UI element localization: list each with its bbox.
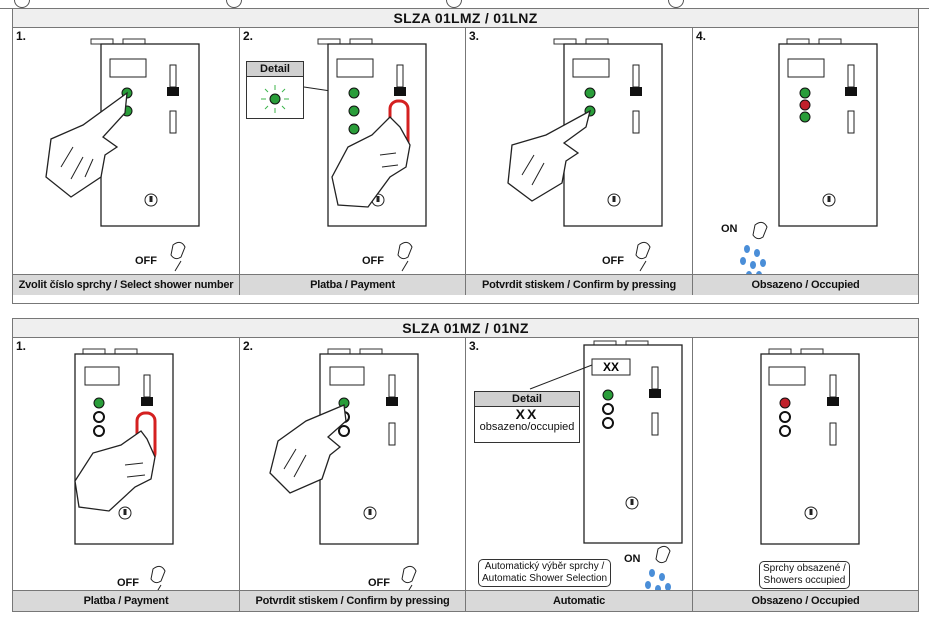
section-01mz: SLZA 01MZ / 01NZ 1. OFF Platba / Payment… [12, 318, 919, 612]
state-label: OFF [362, 255, 384, 267]
step-number: 2. [243, 29, 254, 43]
detail-box: Detail XX obsazeno/occupied [474, 391, 580, 443]
display-xx-icon: XX [515, 406, 539, 422]
detail-text: obsazeno/occupied [479, 421, 575, 433]
note-line: Automatický výběr sprchy / [484, 561, 605, 572]
step-number: 4. [696, 29, 707, 43]
step-number: 3. [469, 339, 480, 353]
circle-icon [226, 0, 242, 8]
note-line: Automatic Shower Selection [482, 573, 608, 584]
note-box: Sprchy obsazené / Showers occupied [759, 561, 850, 589]
state-label: OFF [117, 577, 139, 589]
step-number: 1. [16, 339, 27, 353]
state-label: OFF [602, 255, 624, 267]
detail-title: Detail [247, 62, 303, 77]
step-caption: Platba / Payment [240, 274, 465, 295]
led-glow-icon [261, 85, 289, 113]
step-caption: Potvrdit stiskem / Confirm by pressing [466, 274, 692, 295]
svg-text:XX: XX [603, 360, 619, 374]
step-caption: Automatic [466, 590, 692, 611]
step-panel: 3. XX Detail XX obsazeno/occupied Automa… [466, 337, 693, 611]
detail-box: Detail [246, 61, 304, 119]
step-panel: 2. OFF Potvrdit stiskem / Confirm by pre… [240, 337, 466, 611]
device-illustration [760, 348, 860, 545]
step-panel: 2. Detail OFF Platba / Payment [240, 27, 466, 295]
state-label: ON [721, 223, 738, 235]
device-illustration [778, 38, 878, 227]
note-line: Sprchy obsazené / [763, 563, 846, 574]
section-title: SLZA 01LMZ / 01LNZ [13, 9, 918, 28]
step-panel: 4. ON Obsazeno / Occupied [693, 27, 918, 295]
note-line: Showers occupied [763, 575, 846, 586]
state-label: ON [624, 553, 641, 565]
circle-icon [446, 0, 462, 8]
device-illustration [303, 38, 427, 227]
device-illustration [74, 348, 174, 545]
step-caption: Obsazeno / Occupied [693, 274, 918, 295]
step-number: 2. [243, 339, 254, 353]
step-panel: 1. OFF Platba / Payment [13, 337, 240, 611]
device-illustration: XX [529, 340, 683, 544]
circle-icon [668, 0, 684, 8]
state-label: OFF [368, 577, 390, 589]
step-panel: Sprchy obsazené / Showers occupied Obsaz… [693, 337, 918, 611]
section-01lmz: SLZA 01LMZ / 01LNZ 1. OFF Zvolit číslo s… [12, 8, 919, 304]
detail-title: Detail [475, 392, 579, 407]
step-number: 1. [16, 29, 27, 43]
step-panel: 3. OFF Potvrdit stiskem / Confirm by pre… [466, 27, 693, 295]
step-caption: Zvolit číslo sprchy / Select shower numb… [13, 274, 239, 295]
step-caption: Obsazeno / Occupied [693, 590, 918, 611]
section-title: SLZA 01MZ / 01NZ [13, 319, 918, 338]
device-illustration [45, 38, 200, 227]
note-box: Automatický výběr sprchy / Automatic Sho… [478, 559, 612, 587]
device-illustration [507, 38, 663, 227]
device-illustration [269, 348, 419, 545]
step-panel: 1. OFF Zvolit číslo sprchy / Select show… [13, 27, 240, 295]
step-caption: Potvrdit stiskem / Confirm by pressing [240, 590, 465, 611]
step-caption: Platba / Payment [13, 590, 239, 611]
state-label: OFF [135, 255, 157, 267]
circle-icon [14, 0, 30, 8]
step-number: 3. [469, 29, 480, 43]
